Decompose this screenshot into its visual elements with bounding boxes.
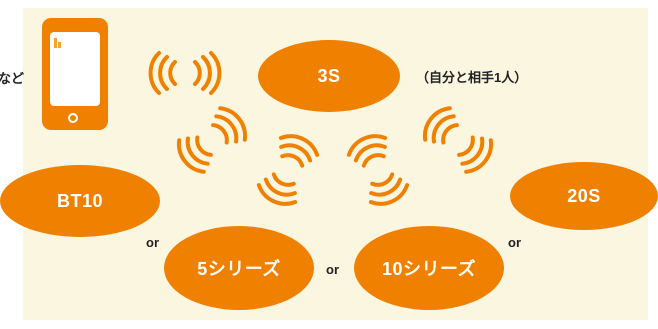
signal-bars-icon — [54, 38, 62, 48]
node-bt10: BT10 — [0, 165, 160, 237]
phone-home-button — [68, 113, 78, 123]
or-label-left: or — [146, 235, 159, 250]
phone-screen — [50, 32, 100, 106]
radio-wave-icon — [422, 106, 494, 174]
or-label-middle: or — [326, 262, 339, 277]
node-3s: 3S — [258, 40, 400, 112]
radio-wave-icon — [148, 51, 222, 95]
node-5-series: 5シリーズ — [164, 226, 314, 310]
node-20s: 20S — [510, 162, 658, 230]
radio-wave-icon — [176, 106, 248, 174]
phone-suffix-label: など — [0, 71, 25, 86]
radio-wave-icon — [256, 134, 320, 206]
smartphone-icon — [42, 18, 108, 130]
or-label-right: or — [508, 235, 521, 250]
node-10-series: 10シリーズ — [354, 226, 504, 310]
center-note-label: （自分と相手1人） — [416, 70, 528, 85]
radio-wave-icon — [346, 134, 410, 206]
